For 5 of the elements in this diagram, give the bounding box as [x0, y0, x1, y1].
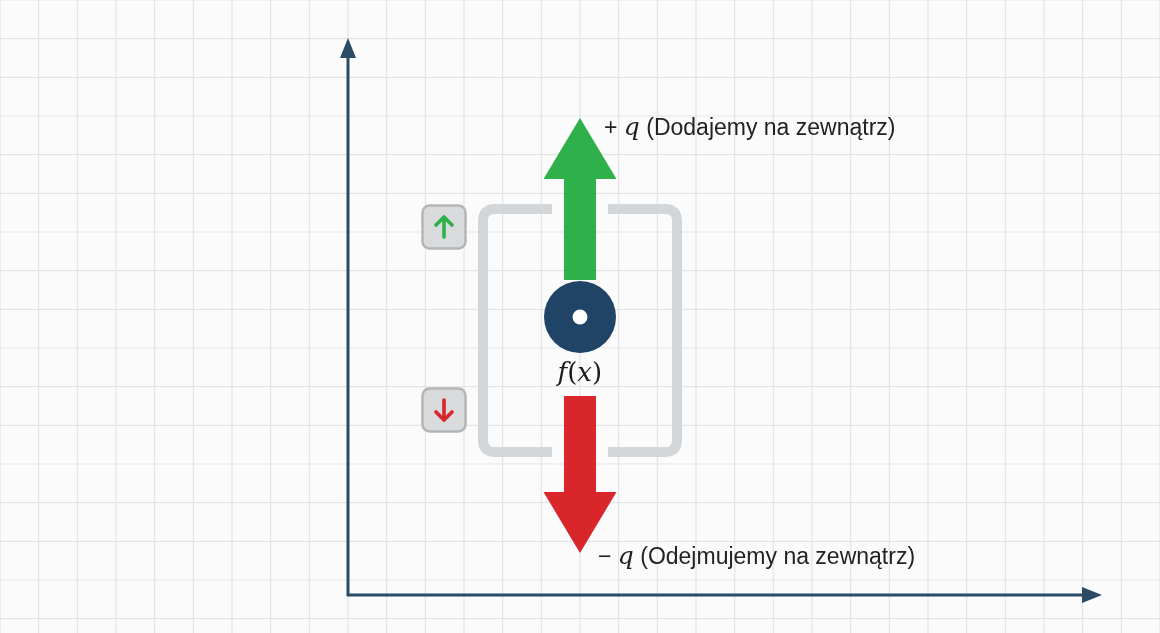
- block-arrow: [543, 118, 617, 280]
- arrow-label: − q (Odejmujemy na zewnątrz): [598, 541, 916, 571]
- arrow-label: + q (Dodajemy na zewnątrz): [604, 112, 896, 142]
- function-label: f(x): [557, 356, 603, 389]
- block-arrow: [543, 396, 617, 553]
